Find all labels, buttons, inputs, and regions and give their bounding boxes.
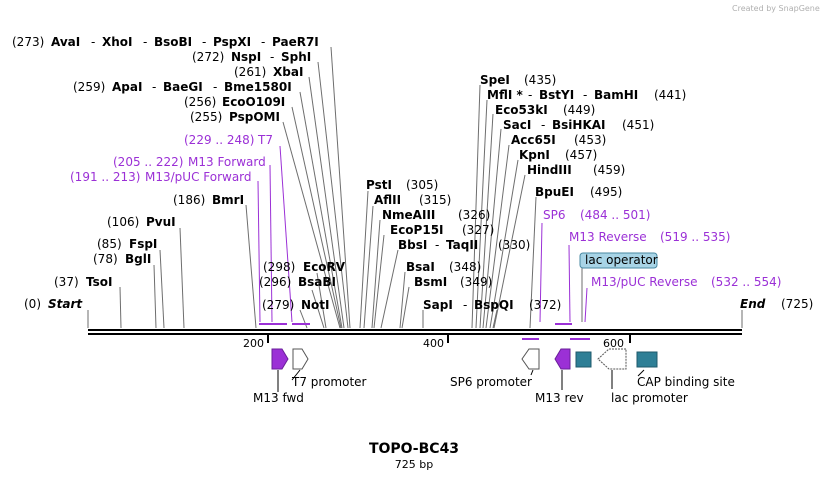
primer-label-m13-reverse: M13 Reverse (519 .. 535) bbox=[569, 230, 730, 244]
enzyme-name: XhoI bbox=[102, 35, 133, 49]
enzyme-name: AvaI bbox=[51, 35, 80, 49]
snapgene-credit: Created by SnapGene bbox=[732, 4, 820, 13]
site-label-xbai: (261) XbaI bbox=[234, 65, 303, 79]
site-label-eco53ki: Eco53kI (449) bbox=[495, 103, 595, 117]
site-label-aflii: AflII (315) bbox=[374, 193, 451, 207]
enzyme-name: PaeR7I bbox=[272, 35, 319, 49]
site-label-pvui: (106) PvuI bbox=[107, 215, 176, 229]
site-label-bgli: (78) BglI bbox=[93, 252, 151, 266]
ruler-label-200: 200 bbox=[243, 337, 264, 350]
primer-label-m13-puc-forward: (191 .. 213) M13/pUC Forward bbox=[70, 170, 252, 184]
sp6-promoter-arrow-icon bbox=[521, 348, 540, 370]
site-label-tsoi: (37) TsoI bbox=[54, 275, 112, 289]
site-label-ecop15i: EcoP15I (327) bbox=[390, 223, 494, 237]
site-label-ecorv: (298) EcoRV bbox=[263, 260, 346, 274]
site-label-bsabi: (296) BsaBI bbox=[259, 275, 336, 289]
site-label-noti: (279) NotI bbox=[262, 298, 330, 312]
site-label-psti: PstI (305) bbox=[366, 178, 438, 192]
feature-label-m13-rev: M13 rev bbox=[535, 391, 584, 405]
t7-promoter-arrow-icon bbox=[292, 348, 309, 370]
map-length: 725 bp bbox=[395, 458, 433, 471]
site-label-sapi-group: SapI - BspQI (372) bbox=[423, 298, 561, 312]
site-label-bmri: (186) BmrI bbox=[173, 193, 244, 207]
site-label-aval-group: (273) AvaI - XhoI - BsoBI - PspXI - PaeR… bbox=[12, 35, 319, 49]
feature-leader-lines bbox=[277, 369, 645, 392]
primer-label-m13-forward: (205 .. 222) M13 Forward bbox=[113, 155, 266, 169]
cap-binding-site-box-icon bbox=[636, 351, 658, 368]
lac-operator-label: lac operator bbox=[585, 253, 658, 267]
ruler-label-400: 400 bbox=[423, 337, 444, 350]
primer-label-sp6: SP6 (484 .. 501) bbox=[543, 208, 650, 222]
map-title: TOPO-BC43 bbox=[369, 441, 459, 457]
m13-rev-arrow-icon bbox=[554, 348, 571, 370]
site-connector-lines bbox=[119, 46, 537, 329]
site-label-mfli-group: MflI * - BstYI - BamHI (441) bbox=[487, 88, 686, 102]
enzyme-name: BsoBI bbox=[154, 35, 192, 49]
site-label-kpni: KpnI (457) bbox=[519, 148, 597, 162]
primer-label-m13-puc-reverse: M13/pUC Reverse (532 .. 554) bbox=[591, 275, 781, 289]
site-label-start: (0) Start bbox=[24, 297, 83, 311]
site-label-fspi: (85) FspI bbox=[97, 237, 157, 251]
feature-label-cap-binding-site: CAP binding site bbox=[637, 375, 735, 389]
ruler-label-600: 600 bbox=[603, 337, 624, 350]
site-label-apai-group: (259) ApaI - BaeGI - Bme1580I bbox=[73, 80, 292, 94]
site-label-bsmi: BsmI (349) bbox=[414, 275, 492, 289]
site-label-end: End (725) bbox=[740, 297, 813, 311]
lac-operator-box-icon bbox=[575, 351, 592, 368]
site-label-spei: SpeI (435) bbox=[480, 73, 556, 87]
feature-label-t7-promoter: T7 promoter bbox=[291, 375, 367, 389]
feature-label-lac-promoter: lac promoter bbox=[611, 391, 688, 405]
site-label-bsai: BsaI (348) bbox=[406, 260, 481, 274]
lac-operator-badge bbox=[579, 252, 658, 269]
primer-connector-lines bbox=[257, 145, 588, 323]
ruler-ticks bbox=[267, 335, 631, 343]
primer-bars bbox=[259, 323, 590, 340]
enzyme-name: PspXI bbox=[213, 35, 251, 49]
site-label-ecoo109i: (256) EcoO109I bbox=[184, 95, 285, 109]
site-label-bpuei: BpuEI (495) bbox=[535, 185, 622, 199]
site-label-saci-group: SacI - BsiHKAI (451) bbox=[503, 118, 654, 132]
site-label-hindiii: HindIII (459) bbox=[527, 163, 625, 177]
site-label-nmeaiii: NmeAIII (326) bbox=[382, 208, 490, 222]
site-label-nspi-group: (272) NspI - SphI bbox=[192, 50, 311, 64]
site-label-acc65i: Acc65I (453) bbox=[511, 133, 606, 147]
feature-label-sp6-promoter: SP6 promoter bbox=[450, 375, 532, 389]
lac-promoter-arrow-icon bbox=[597, 348, 627, 370]
primer-label-t7: (229 .. 248) T7 bbox=[184, 133, 273, 147]
m13-fwd-arrow-icon bbox=[271, 348, 289, 370]
site-label-bbsi-group: BbsI - TaqII (330) bbox=[398, 238, 530, 252]
feature-label-m13-fwd: M13 fwd bbox=[253, 391, 304, 405]
site-position: (273) bbox=[12, 35, 44, 49]
site-label-psppomi: (255) PspOMI bbox=[190, 110, 280, 124]
